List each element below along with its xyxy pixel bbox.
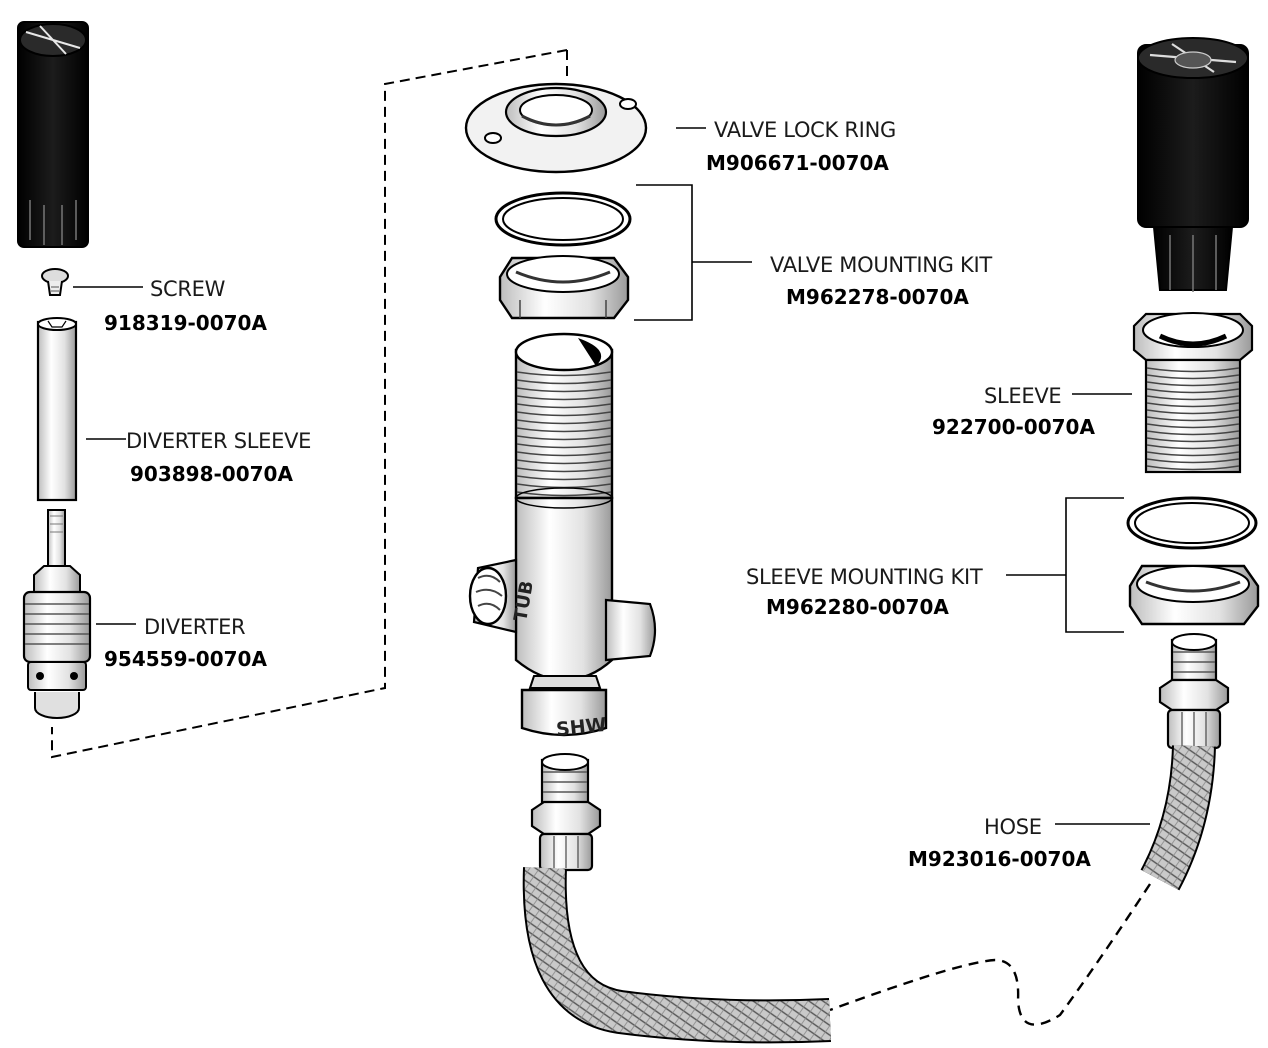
- hose-dashed-continuation: [829, 883, 1152, 1026]
- hose-left-fitting: [530, 753, 602, 872]
- valve-mounting-kit-part-number: M962278-0070A: [786, 285, 969, 309]
- sleeve-mounting-nut: [1128, 564, 1260, 626]
- valve-mounting-kit-label: VALVE MOUNTING KIT: [770, 253, 992, 277]
- valve-mounting-nut: [498, 255, 630, 320]
- left-handle: [17, 21, 89, 248]
- sleeve: [1132, 312, 1254, 474]
- valve-mounting-kit-bracket: [634, 184, 752, 321]
- shower-stamp: SHW: [555, 714, 608, 741]
- sleeve-label: SLEEVE: [984, 384, 1061, 408]
- hose-part-number: M923016-0070A: [908, 847, 1091, 871]
- diverter-part-number: 954559-0070A: [104, 647, 267, 671]
- assembly-dashed-line: [51, 49, 568, 759]
- screw: [41, 268, 69, 296]
- screw-label: SCREW: [150, 277, 226, 301]
- sleeve-mounting-kit-part-number: M962280-0070A: [766, 595, 949, 619]
- valve-lock-ring-label: VALVE LOCK RING: [714, 118, 896, 142]
- hose-label: HOSE: [984, 815, 1042, 839]
- sleeve-part-number: 922700-0070A: [932, 415, 1095, 439]
- valve-body: TUB SHW: [468, 332, 657, 741]
- diverter: [22, 509, 92, 719]
- sleeve-mounting-washer: [1126, 496, 1258, 550]
- valve-lock-ring: [464, 82, 648, 174]
- diverter-sleeve-label: DIVERTER SLEEVE: [126, 429, 311, 453]
- diverter-label: DIVERTER: [144, 615, 245, 639]
- diverter-sleeve-part-number: 903898-0070A: [130, 462, 293, 486]
- screw-part-number: 918319-0070A: [104, 311, 267, 335]
- sleeve-mounting-kit-bracket: [1006, 497, 1124, 633]
- sleeve-mounting-kit-label: SLEEVE MOUNTING KIT: [746, 565, 983, 589]
- valve-lock-ring-part-number: M906671-0070A: [706, 151, 889, 175]
- right-handle: [1137, 37, 1249, 292]
- hose-right-fitting: [1158, 633, 1230, 750]
- valve-mounting-washer: [494, 191, 632, 247]
- diverter-sleeve: [36, 317, 78, 502]
